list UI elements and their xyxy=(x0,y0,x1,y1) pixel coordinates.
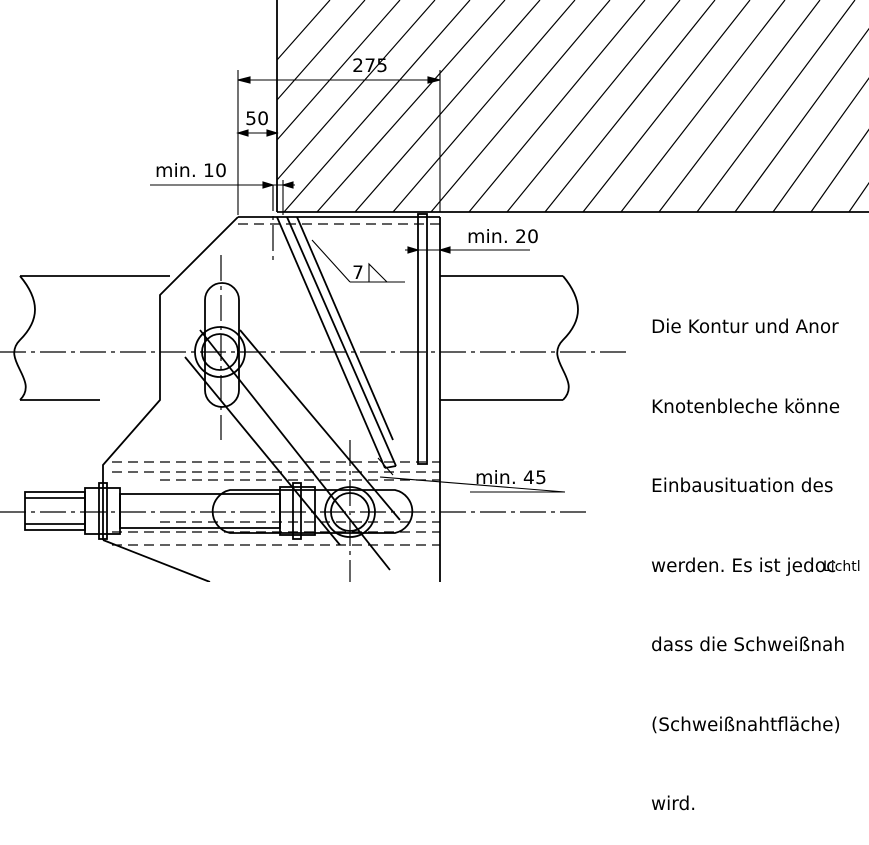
weld-size-label: 7 xyxy=(352,262,364,284)
note-line: Knotenbleche könne xyxy=(651,396,841,418)
note-line: werden. Es ist jedoc xyxy=(651,555,837,577)
dim-min45-label: min. 45 xyxy=(475,467,547,489)
dimension-min20 xyxy=(405,246,530,254)
note-line: (Schweißnahtfläche) xyxy=(651,714,841,736)
beam xyxy=(13,275,579,401)
wall-hatch-area xyxy=(277,0,869,212)
dimension-50 xyxy=(236,129,279,137)
construction-note: Die Kontur und Anor Knotenbleche könne E… xyxy=(651,262,869,845)
note-line: wird. xyxy=(651,794,697,815)
note-line: Die Kontur und Anor xyxy=(651,317,839,338)
note-line: dass die Schweißnah xyxy=(651,635,846,656)
dimension-min10 xyxy=(150,180,295,215)
dim-min10-label: min. 10 xyxy=(155,160,227,182)
plate-dashed-edges xyxy=(112,223,440,546)
threaded-rod xyxy=(24,482,316,540)
dimension-275 xyxy=(237,70,441,215)
wall-edges xyxy=(276,0,869,213)
note-line: Einbausituation des xyxy=(651,476,834,497)
weld-symbol xyxy=(311,239,405,283)
diagonal-strut xyxy=(276,216,397,469)
dim-min20-label: min. 20 xyxy=(467,226,539,248)
dimension-min45 xyxy=(377,457,566,493)
technical-drawing: 275 50 min. 10 min. 20 7 min. 45 xyxy=(0,0,869,582)
gusset-plate xyxy=(102,216,441,582)
vertical-stiffener xyxy=(417,213,428,465)
center-lines xyxy=(0,185,630,582)
footer-label: Lichtl xyxy=(823,559,861,575)
dim-275-label: 275 xyxy=(352,55,388,77)
dim-50-label: 50 xyxy=(245,108,269,130)
